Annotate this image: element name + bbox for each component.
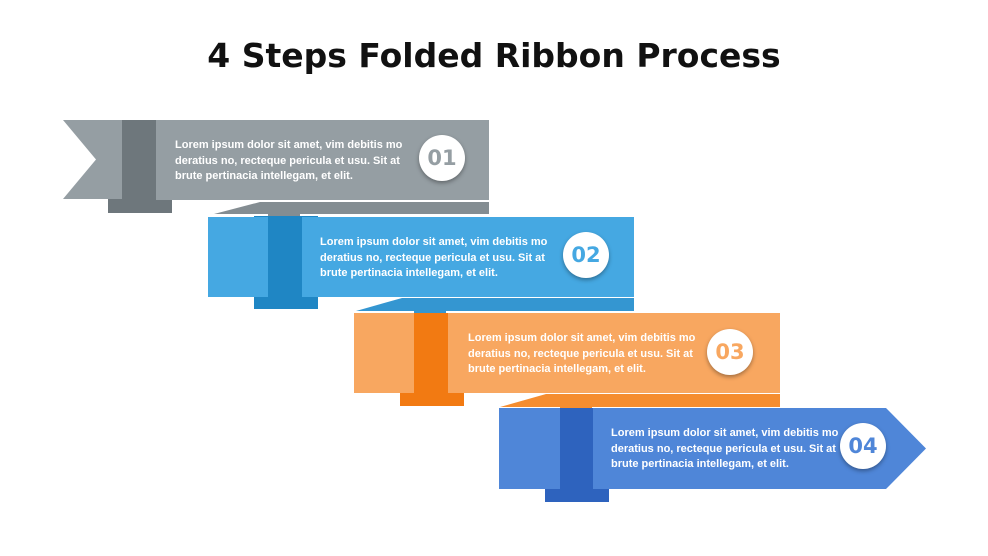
ribbon-step-1-inner [122,133,156,199]
ribbon-step-4 [499,408,926,502]
ribbon-step-4-inner [560,422,593,489]
ribbon-step-2-inner [268,230,302,297]
step-2-text: Lorem ipsum dolor sit amet, vim debitis … [320,236,548,279]
ribbon-step-3-left [354,313,414,393]
step-3-number-badge: 03 [707,329,753,375]
step-4-number-badge: 04 [840,423,886,469]
step-1-text: Lorem ipsum dolor sit amet, vim debitis … [175,139,403,182]
step-3-text: Lorem ipsum dolor sit amet, vim debitis … [468,332,696,375]
ribbon-step-4-arrow [593,408,926,489]
ribbon-step-3-inner [414,326,448,393]
step-4-text: Lorem ipsum dolor sit amet, vim debitis … [611,427,839,470]
step-2-number-badge: 02 [563,232,609,278]
ribbon-step-2-left [208,217,268,297]
page-title: 4 Steps Folded Ribbon Process [207,36,781,75]
ribbon-step-4-left [499,408,560,489]
ribbon-step-1-tail [63,120,122,199]
step-1-number-badge: 01 [419,135,465,181]
